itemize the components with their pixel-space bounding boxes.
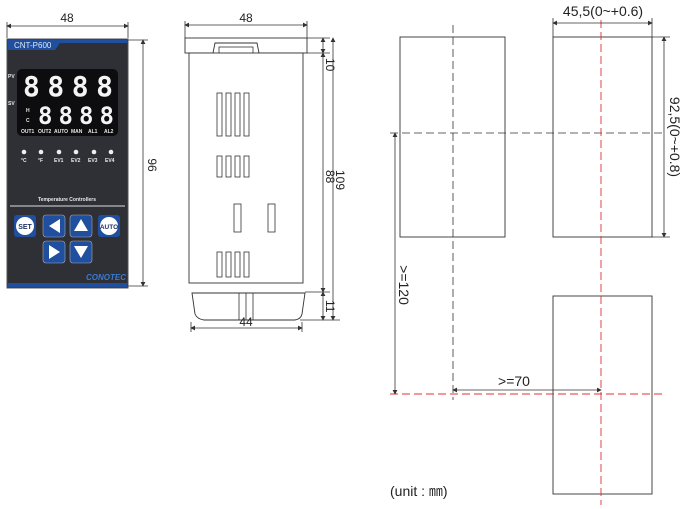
sv-label: SV — [8, 101, 15, 107]
indicator-al2: AL2 — [104, 129, 114, 135]
front-height-label: 96 — [145, 158, 159, 172]
vertical-spacing-label: >=120 — [396, 265, 412, 305]
panel-cutout-view: 45,5(0~+0.6) 92,5(0~+0.8) >=120 >=70 (un… — [390, 3, 683, 505]
front-view: 48 96 CNT-P600 PV SV 8888 H C 8888 OUT1 … — [6, 11, 159, 289]
base-dim-label: 44 — [239, 315, 253, 329]
led-ev1: EV1 — [54, 158, 64, 164]
right-button[interactable] — [42, 240, 66, 264]
led-celsius: °C — [21, 158, 27, 164]
set-label: SET — [18, 224, 32, 231]
side-width-label: 48 — [239, 11, 253, 25]
left-arrow-icon — [49, 219, 60, 233]
right-arrow-icon — [49, 245, 60, 259]
status-leds: °C °F EV1 EV2 EV3 EV4 — [21, 149, 115, 164]
model-banner — [8, 40, 127, 50]
model-label: CNT-P600 — [14, 41, 52, 50]
auto-label: AUTO — [100, 224, 118, 231]
caption: Temperature Controllers — [38, 197, 96, 203]
terminal-base — [191, 292, 306, 321]
total-dim-label: 109 — [333, 170, 347, 190]
vent-slots — [216, 92, 276, 278]
up-button[interactable] — [69, 214, 93, 238]
front-width-label: 48 — [60, 11, 74, 25]
indicator-man: MAN — [71, 129, 83, 135]
c-label: C — [26, 118, 30, 124]
unit-label: (unit : ㎜) — [390, 483, 448, 499]
down-button[interactable] — [69, 240, 93, 264]
led-ev2: EV2 — [71, 158, 81, 164]
cutout-top-right — [552, 36, 653, 238]
h-label: H — [26, 108, 30, 114]
pv-label: PV — [8, 74, 15, 80]
indicator-auto: AUTO — [54, 129, 68, 135]
top-dim-label: 10 — [323, 58, 337, 72]
indicator-out2: OUT2 — [38, 129, 52, 135]
indicator-al1: AL1 — [88, 129, 98, 135]
cutout-top-left — [399, 36, 506, 238]
indicator-labels: OUT1 OUT2 AUTO MAN AL1 AL2 — [21, 129, 114, 135]
side-view: 48 10 88 109 11 44 — [184, 11, 347, 332]
cutout-height-label: 92,5(0~+0.8) — [667, 97, 683, 177]
display — [17, 69, 118, 136]
led-ev4: EV4 — [105, 158, 115, 164]
auto-button[interactable]: AUTO — [98, 215, 120, 237]
horizontal-spacing-label: >=70 — [498, 373, 530, 389]
cutout-bottom-right — [552, 295, 653, 495]
led-ev3: EV3 — [88, 158, 98, 164]
down-arrow-icon — [74, 246, 88, 258]
left-button[interactable] — [42, 214, 66, 238]
up-arrow-icon — [74, 219, 88, 231]
bottom-dim-label: 11 — [323, 300, 337, 313]
led-fahrenheit: °F — [38, 158, 43, 164]
cutout-width-label: 45,5(0~+0.6) — [563, 3, 643, 19]
indicator-out1: OUT1 — [21, 129, 35, 135]
set-button[interactable]: SET — [14, 215, 36, 237]
brand-logo: CONOTEC — [86, 273, 126, 282]
